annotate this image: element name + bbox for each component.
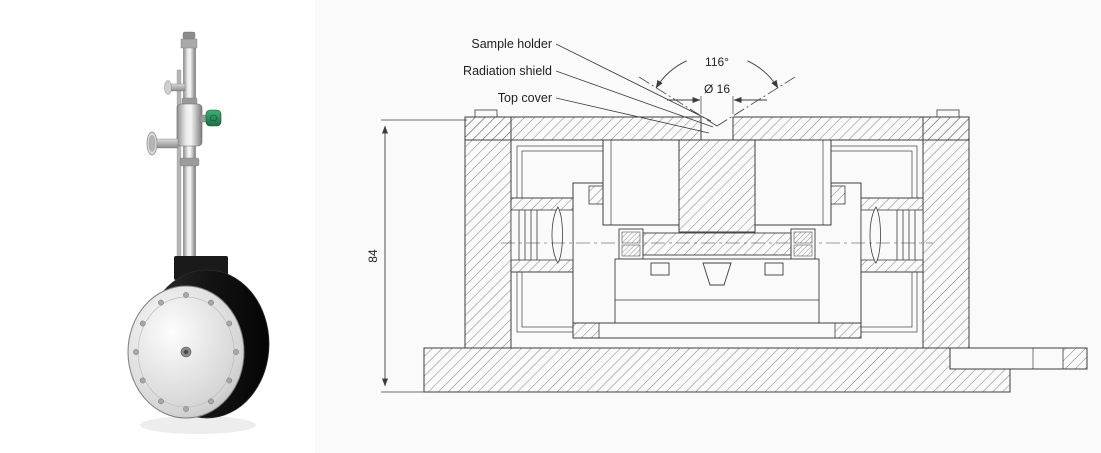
cover-tab-right [936, 109, 960, 118]
cover-tab-left [474, 109, 498, 118]
side-port-flange-inner [148, 135, 156, 152]
base-plate [423, 347, 1088, 393]
flange-left [588, 185, 604, 205]
window-left [510, 197, 574, 273]
valve-knob [205, 109, 222, 127]
sample-holder-column [678, 139, 756, 233]
upper-box-right [754, 139, 832, 226]
support-rod [176, 69, 182, 283]
side-port-tube [153, 138, 179, 149]
cross-section-drawing: 84 116° Ø 16 Sample holder Radiation shi… [315, 0, 1101, 453]
housing-left-wall [464, 116, 512, 349]
callout-top-cover: Top cover [498, 91, 552, 105]
shaft-and-bearings [618, 228, 816, 260]
tube-cap [182, 31, 196, 40]
dimension-angle: 116° [638, 55, 796, 127]
height-value: 84 [366, 249, 380, 263]
tube-collar [179, 157, 200, 167]
shaft [642, 232, 792, 256]
top-cover-right [732, 116, 970, 141]
flange-bolts [133, 292, 239, 412]
center-port-hole [183, 349, 189, 355]
housing-right-wall [922, 116, 970, 349]
device-photo [127, 31, 270, 434]
window-right [860, 197, 924, 273]
leader-radiation-shield [555, 70, 714, 128]
flange-right [830, 185, 846, 205]
inlet-tube-assembly [146, 31, 222, 283]
valve-body [176, 103, 203, 147]
assembly-base [572, 322, 862, 339]
side-stub [169, 83, 186, 92]
angle-value: 116° [705, 55, 729, 69]
leader-sample-holder [555, 43, 712, 122]
lens-left [551, 206, 563, 264]
valve-knob-detail [210, 114, 217, 122]
callouts: Sample holder Radiation shield Top cover [463, 37, 714, 134]
lower-cone [702, 262, 732, 286]
lower-housing [572, 258, 862, 339]
dimension-diameter: Ø 16 [667, 82, 767, 114]
device-shadow [140, 416, 256, 434]
vacuum-chamber [127, 256, 270, 419]
lens-right [869, 206, 881, 264]
tube-hex-fitting [180, 38, 198, 49]
side-stub-flange [164, 80, 172, 95]
callout-sample-holder: Sample holder [471, 37, 552, 51]
upper-box-left [602, 139, 680, 226]
top-cover-left [464, 116, 702, 141]
callout-radiation-shield: Radiation shield [463, 64, 552, 78]
diameter-value: Ø 16 [704, 82, 730, 96]
dimension-height: 84 [366, 119, 467, 393]
leader-top-cover [555, 97, 710, 134]
